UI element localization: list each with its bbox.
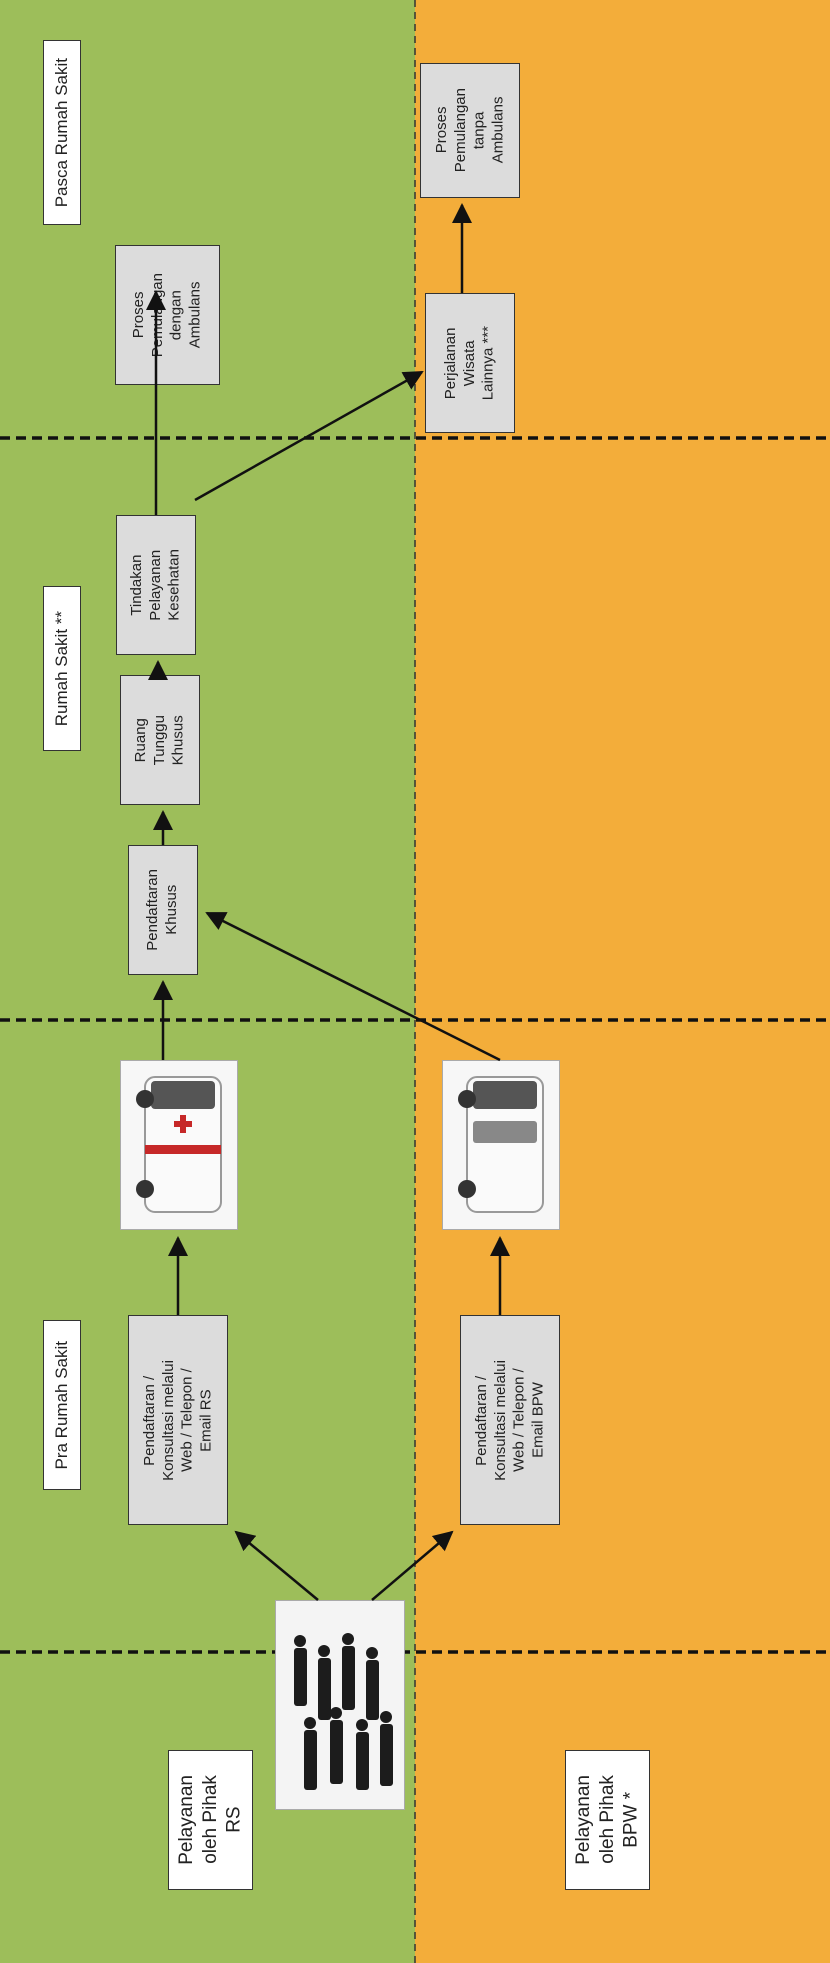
node-pemulangan-ambulans: Proses Pemulangan dengan Ambulans (115, 245, 220, 385)
phase-label-pasca: Pasca Rumah Sakit (43, 40, 81, 225)
node-ruang-tunggu: Ruang Tunggu Khusus (120, 675, 200, 805)
phase-label-rs: Rumah Sakit ** (43, 586, 81, 751)
arrow-group-to-reg-bpw (371, 1530, 454, 1601)
lane-label-rs: Pelayanan oleh Pihak RS (168, 1750, 253, 1890)
node-reg-rs: Pendaftaran / Konsultasi melalui Web / T… (128, 1315, 228, 1525)
node-reg-bpw: Pendaftaran / Konsultasi melalui Web / T… (460, 1315, 560, 1525)
people-group-icon (294, 1633, 393, 1790)
arrow-van-to-pendaftaran (205, 911, 501, 1062)
node-pendaftaran-khusus: Pendaftaran Khusus (128, 845, 198, 975)
phase-label-pra: Pra Rumah Sakit (43, 1320, 81, 1490)
ambulance-photo (120, 1060, 238, 1230)
ambulance-icon (136, 1076, 222, 1213)
lane-label-bpw: Pelayanan oleh Pihak BPW * (565, 1750, 650, 1890)
node-tindakan: Tindakan Pelayanan Kesehatan (116, 515, 196, 655)
van-photo (442, 1060, 560, 1230)
node-pemulangan-tanpa: Proses Pemulangan tanpa Ambulans (420, 63, 520, 198)
node-perjalanan: Perjalanan Wisata Lainnya *** (425, 293, 515, 433)
arrow-group-to-reg-rs (234, 1530, 319, 1601)
people-group-photo (275, 1600, 405, 1810)
van-icon (458, 1076, 544, 1213)
arrow-tindakan-to-perjalanan (194, 370, 424, 502)
